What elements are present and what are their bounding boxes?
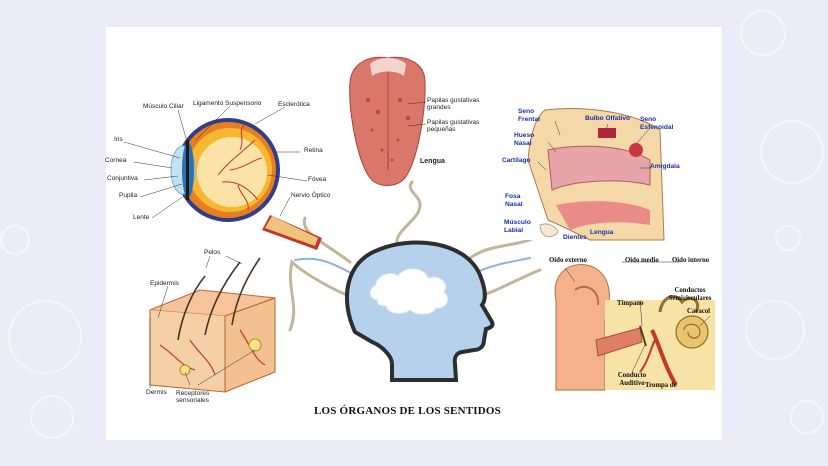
label-musculo-ciliar: Músculo Ciliar <box>143 103 184 110</box>
label-pupila: Pupila <box>119 192 138 199</box>
bg-bubble <box>740 10 786 56</box>
label-timpano: Tímpano <box>617 300 644 307</box>
bg-bubble <box>30 395 74 439</box>
label-musculo-labial: Músculo Labial <box>504 219 531 234</box>
bg-bubble <box>8 300 82 374</box>
label-retina: Retina <box>304 147 323 154</box>
label-caracol: Caracol <box>687 308 711 315</box>
label-iris: Iris <box>114 136 123 143</box>
label-fosa-nasal: Fosa Nasal <box>505 193 523 208</box>
nose-illustration <box>506 100 666 241</box>
tongue-illustration <box>349 56 426 186</box>
bg-bubble <box>790 400 824 434</box>
label-hueso-nasal: Hueso Nasal <box>514 132 535 147</box>
label-papilas-grandes: Papilas gustativas grandes <box>427 97 480 112</box>
diagram-title: LOS ÓRGANOS DE LOS SENTIDOS <box>314 405 501 417</box>
label-trompa: Trompa de <box>645 382 677 389</box>
label-papilas-pequenas: Papilas gustativas pequeñas <box>427 119 480 134</box>
skin-illustration <box>149 257 276 393</box>
label-lente: Lente <box>133 214 150 221</box>
label-oido-externo: Oido externo <box>549 257 587 264</box>
label-cornea: Cornea <box>105 157 127 164</box>
bg-bubble <box>760 120 824 184</box>
label-lengua: Lengua <box>420 158 445 165</box>
label-epidermis: Epidermis <box>150 280 179 287</box>
ear-illustration <box>547 250 717 391</box>
label-nervio-optico: Nervio Óptico <box>291 192 331 199</box>
label-conjuntiva: Conjuntiva <box>107 175 138 182</box>
label-pelos: Pelos <box>204 249 221 256</box>
label-fovea: Fóvea <box>308 176 327 183</box>
label-amigdala: Amígdala <box>650 163 680 170</box>
label-conductos: Conductos Semicirculares <box>668 287 712 302</box>
eye-illustration <box>170 118 322 250</box>
label-lengua-nose: Lengua <box>590 229 614 236</box>
label-cartilago: Cartílago <box>502 157 531 164</box>
label-conducto-auditivo: Conducto Auditivo <box>617 372 647 387</box>
cloud-icon <box>369 268 449 315</box>
label-dermis: Dermis <box>146 389 167 396</box>
label-oido-interno: Oido interno <box>672 257 710 264</box>
bg-bubble <box>0 225 30 255</box>
label-ligamento: Ligamento Suspensorio <box>193 100 262 107</box>
label-seno-esfenoidal: Seno Esfenoidal <box>640 116 674 131</box>
leader-lines <box>123 101 711 388</box>
label-receptores: Receptores sensoriales <box>176 390 210 405</box>
label-dientes: Dientes <box>563 234 587 241</box>
label-esclerotica: Esclerótica <box>278 101 310 108</box>
bg-bubble <box>745 300 805 360</box>
label-oido-medio: Oido medio <box>625 257 659 264</box>
bg-bubble <box>775 225 801 251</box>
label-bulbo-olfativo: Bulbo Olfativo <box>585 115 631 122</box>
label-seno-frontal: Seno Frental <box>518 108 540 123</box>
